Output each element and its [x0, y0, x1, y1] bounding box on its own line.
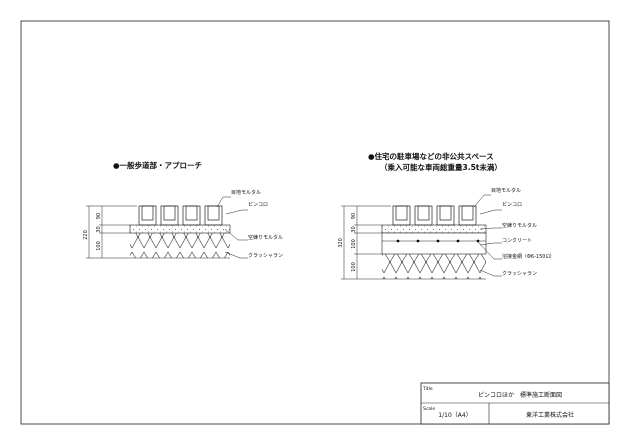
left-section-title: ●一般歩道部・アプローチ [113, 161, 203, 170]
scale-value: 1/10（A4） [438, 412, 471, 419]
right-label-concrete: コンクリート [502, 238, 532, 244]
left-dim-mortar: 30 [96, 226, 102, 232]
right-block-layer [392, 205, 477, 226]
scale-label: Scale [423, 406, 435, 412]
left-label-block: ピンコロ [248, 202, 268, 208]
right-section-title-line1: ●住宅の駐車場などの非公共スペース [368, 152, 494, 161]
sheet-border [20, 20, 610, 425]
company-name: 東洋工業株式会社 [526, 411, 574, 419]
title-block: Title ピンコロほか 標準施工断面図 Scale 1/10（A4） 東洋工業… [420, 382, 610, 425]
right-label-crusher-run: クラッシャラン [502, 271, 537, 277]
left-dim-base: 100 [96, 241, 102, 251]
right-dim-base: 100 [351, 262, 357, 272]
right-dim-concrete: 100 [351, 239, 357, 249]
right-leaders [473, 194, 502, 277]
left-label-crusher-run: クラッシャラン [248, 253, 283, 259]
right-dimensions [341, 205, 391, 280]
right-label-wire-mesh: 溶接金網（Φ6-150⊡） [502, 253, 555, 260]
right-label-joint-mortar: 目地モルタル [491, 187, 521, 194]
right-cross-section: 320 90 30 100 100 目地モルタル ピンコロ 空練りモルタル コン… [338, 187, 555, 280]
left-cross-section: 220 90 30 100 目地モルタル ピンコロ 空練りモルタル クラッシャラ… [83, 189, 283, 259]
left-dim-block: 90 [96, 213, 102, 219]
right-label-dry-mortar: 空練りモルタル [502, 222, 537, 229]
title-label: Title [422, 386, 433, 392]
wire-mesh-bars [396, 239, 480, 243]
right-mortar-layer [381, 224, 487, 234]
right-dim-block: 90 [351, 213, 357, 219]
left-leaders [216, 196, 248, 259]
title-value: ピンコロほか 標準施工断面図 [478, 391, 562, 399]
left-dimensions [86, 205, 137, 259]
right-section-title-line2: （乗入可能な車両総重量3.5t未満） [380, 163, 502, 172]
left-label-dry-mortar: 空練りモルタル [248, 234, 283, 241]
right-dim-mortar: 30 [351, 226, 357, 232]
left-crusher-run-layer [130, 233, 230, 258]
right-label-block: ピンコロ [502, 202, 522, 208]
right-crusher-run-layer [382, 254, 486, 279]
left-label-joint-mortar: 目地モルタル [231, 189, 261, 196]
left-dim-total: 220 [83, 230, 89, 240]
left-mortar-layer [129, 224, 231, 234]
right-dim-total: 320 [338, 238, 344, 248]
right-concrete-layer [381, 232, 487, 255]
left-block-layer [138, 205, 223, 226]
